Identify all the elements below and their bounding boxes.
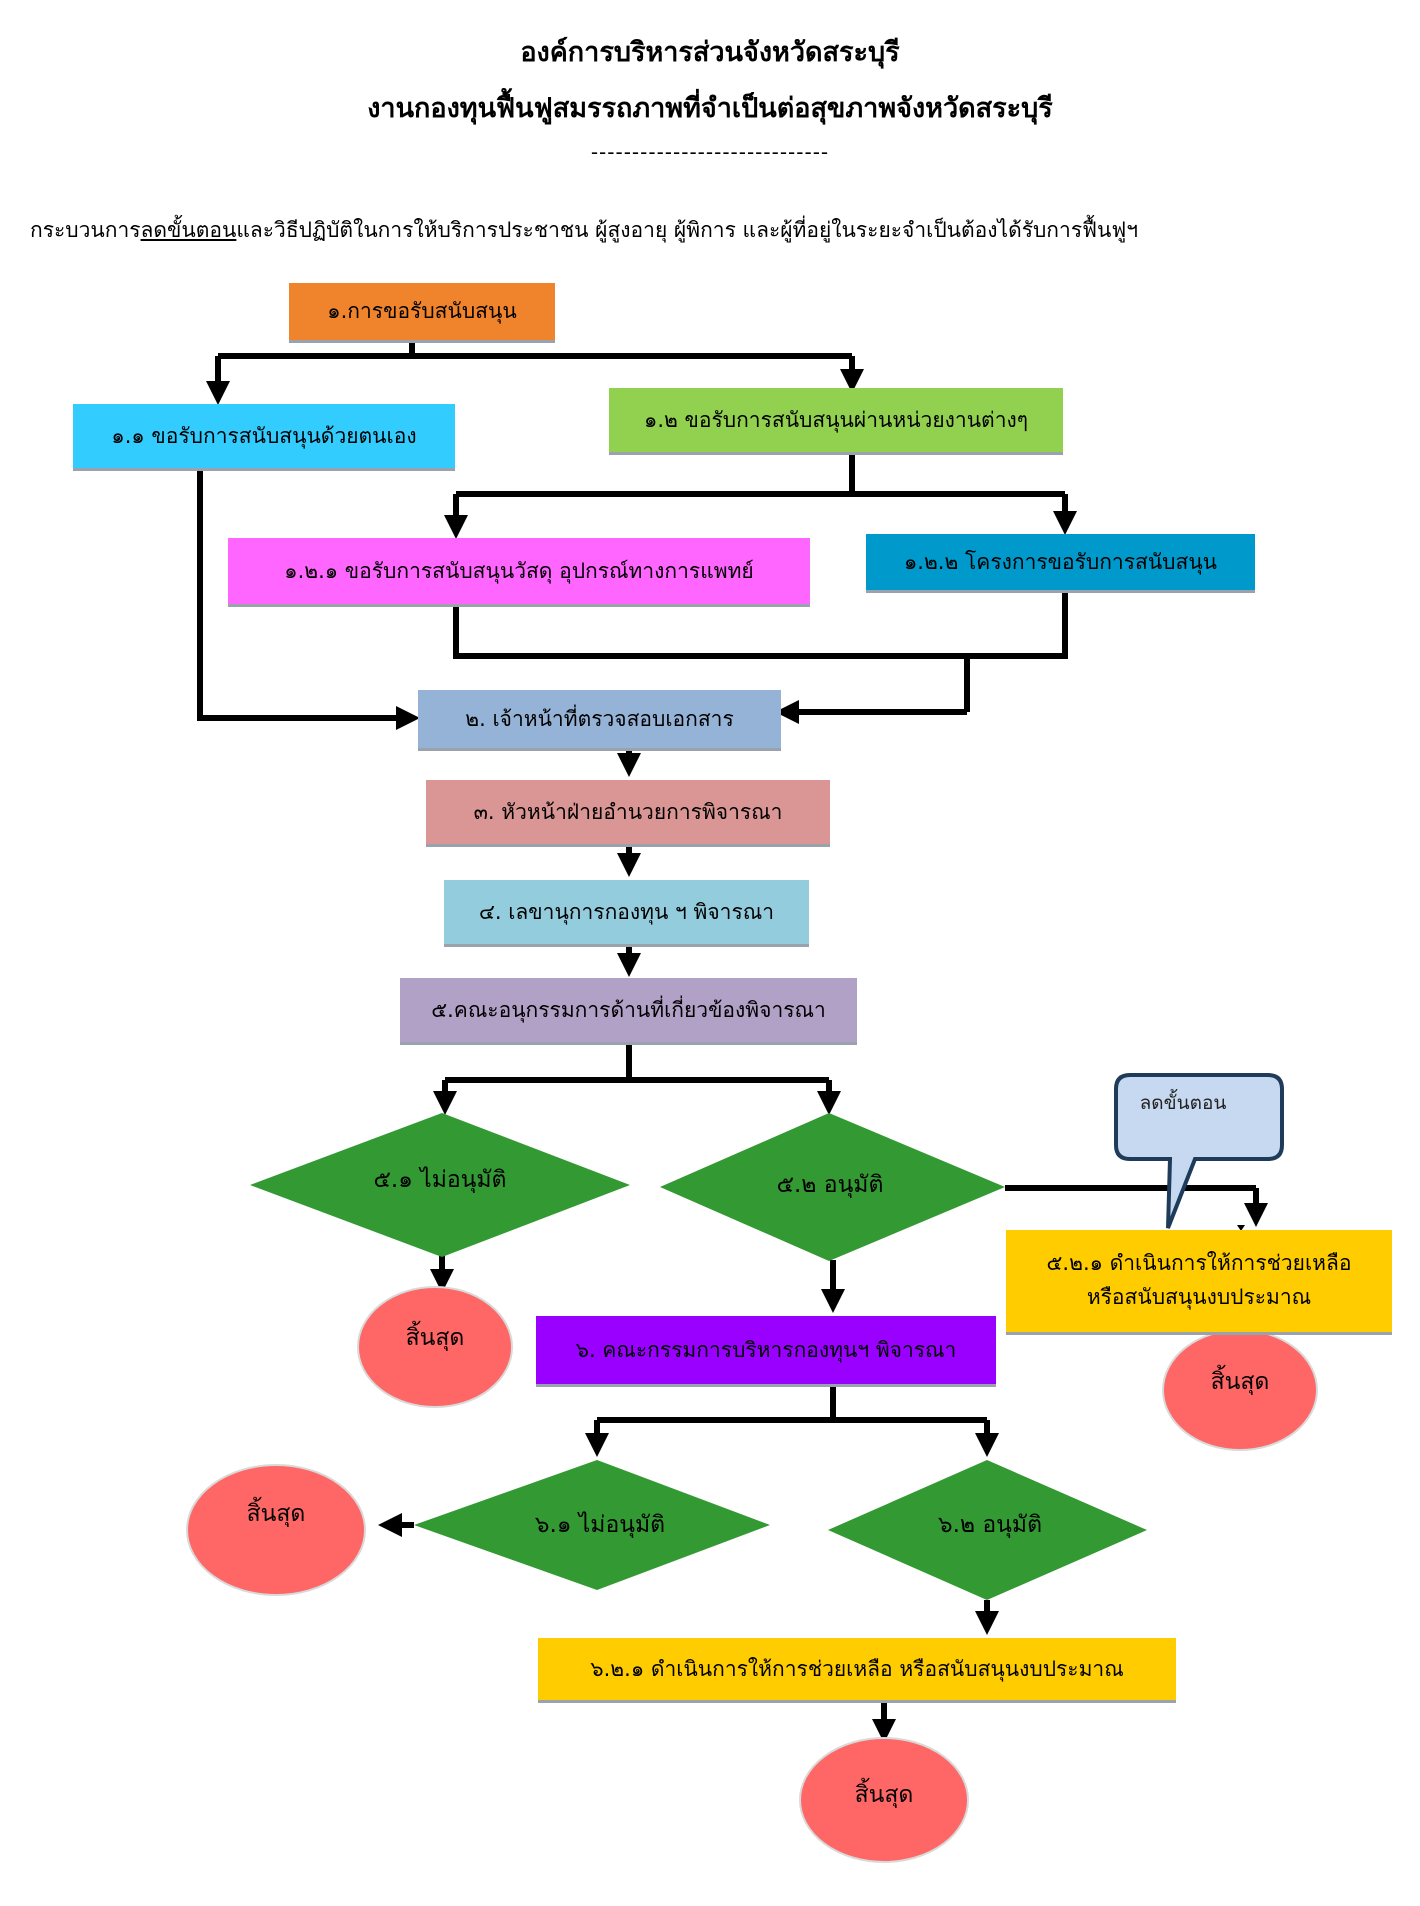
header-rule: -----------------------------: [590, 140, 830, 164]
step-5-2-1-line2: หรือสนับสนุนงบประมาณ: [1086, 1285, 1312, 1309]
step-1-2-box: ๑.๒ ขอรับการสนับสนุนผ่านหน่วยงานต่างๆ: [609, 388, 1063, 452]
step-5-2-1-line1: ๕.๒.๑ ดำเนินการให้การช่วยเหลือ: [1046, 1251, 1352, 1276]
callout-text: ลดขั้นตอน: [1139, 1092, 1227, 1114]
diamond-5-1: [250, 1113, 630, 1257]
step-1-box: ๑.การขอรับสนับสนุน: [289, 283, 555, 340]
diamond-6-1: [414, 1460, 770, 1590]
decision-6-2-label: ๖.๒ อนุมัติ: [937, 1512, 1043, 1538]
intro-text: กระบวนการลดขั้นตอนและวิธีปฏิบัติในการให้…: [30, 214, 1400, 247]
intro-before: กระบวนการ: [30, 218, 141, 242]
decision-6-1-label: ๖.๑ ไม่อนุมัติ: [534, 1512, 666, 1538]
step-2-box: ๒. เจ้าหน้าที่ตรวจสอบเอกสาร: [418, 690, 781, 748]
step-6-2-1-box: ๖.๒.๑ ดำเนินการให้การช่วยเหลือ หรือสนับส…: [538, 1638, 1176, 1700]
step-1-2-1-box: ๑.๒.๑ ขอรับการสนับสนุนวัสดุ อุปกรณ์ทางกา…: [228, 538, 810, 604]
callout-pointer-tip: [1237, 1225, 1245, 1231]
callout-bubble: [1114, 1073, 1284, 1229]
decision-5-2-label: ๕.๒ อนุมัติ: [776, 1172, 884, 1198]
step-1-2-2-box: ๑.๒.๒ โครงการขอรับการสนับสนุน: [866, 534, 1255, 590]
header-fund: งานกองทุนฟื้นฟูสมรรถภาพที่จำเป็นต่อสุขภา…: [367, 93, 1053, 124]
end-circle-5-1: [357, 1286, 513, 1408]
header-org: องค์การบริหารส่วนจังหวัดสระบุรี: [520, 37, 900, 68]
connector-merge: [453, 590, 1068, 712]
end-label-5-1: สิ้นสุด: [405, 1325, 465, 1351]
step-5-2-1-box: ๕.๒.๑ ดำเนินการให้การช่วยเหลือ หรือสนับส…: [1006, 1230, 1392, 1332]
arrow-1-1-to-2: [197, 468, 420, 730]
intro-after: และวิธีปฏิบัติในการให้บริการประชาชน ผู้ส…: [236, 218, 1138, 242]
connector-1-split: [218, 340, 852, 359]
step-1-1-box: ๑.๑ ขอรับการสนับสนุนด้วยตนเอง: [73, 404, 455, 468]
connector-6-split: [597, 1384, 987, 1423]
step-6-box: ๖. คณะกรรมการบริหารกองทุนฯ พิจารณา: [536, 1316, 996, 1384]
end-circle-6-1: [186, 1464, 366, 1596]
step-3-box: ๓. หัวหน้าฝ่ายอำนวยการพิจารณา: [426, 780, 830, 844]
step-4-box: ๔. เลขานุการกองทุน ฯ พิจารณา: [444, 880, 809, 944]
connector-1-2-split: [456, 452, 1065, 497]
connector-5-split: [445, 1042, 829, 1083]
decision-5-1-label: ๕.๑ ไม่อนุมัติ: [373, 1167, 507, 1193]
end-label-6-2-1: สิ้นสุด: [854, 1782, 914, 1808]
step-5-box: ๕.คณะอนุกรรมการด้านที่เกี่ยวข้องพิจารณา: [400, 978, 857, 1042]
intro-underlined: ลดขั้นตอน: [140, 218, 237, 242]
diamond-5-2: [660, 1113, 1005, 1261]
end-label-5-2-1: สิ้นสุด: [1210, 1369, 1270, 1395]
end-circle-6-2-1: [799, 1737, 969, 1863]
diamond-6-2: [828, 1460, 1147, 1600]
end-label-6-1: สิ้นสุด: [246, 1501, 306, 1527]
